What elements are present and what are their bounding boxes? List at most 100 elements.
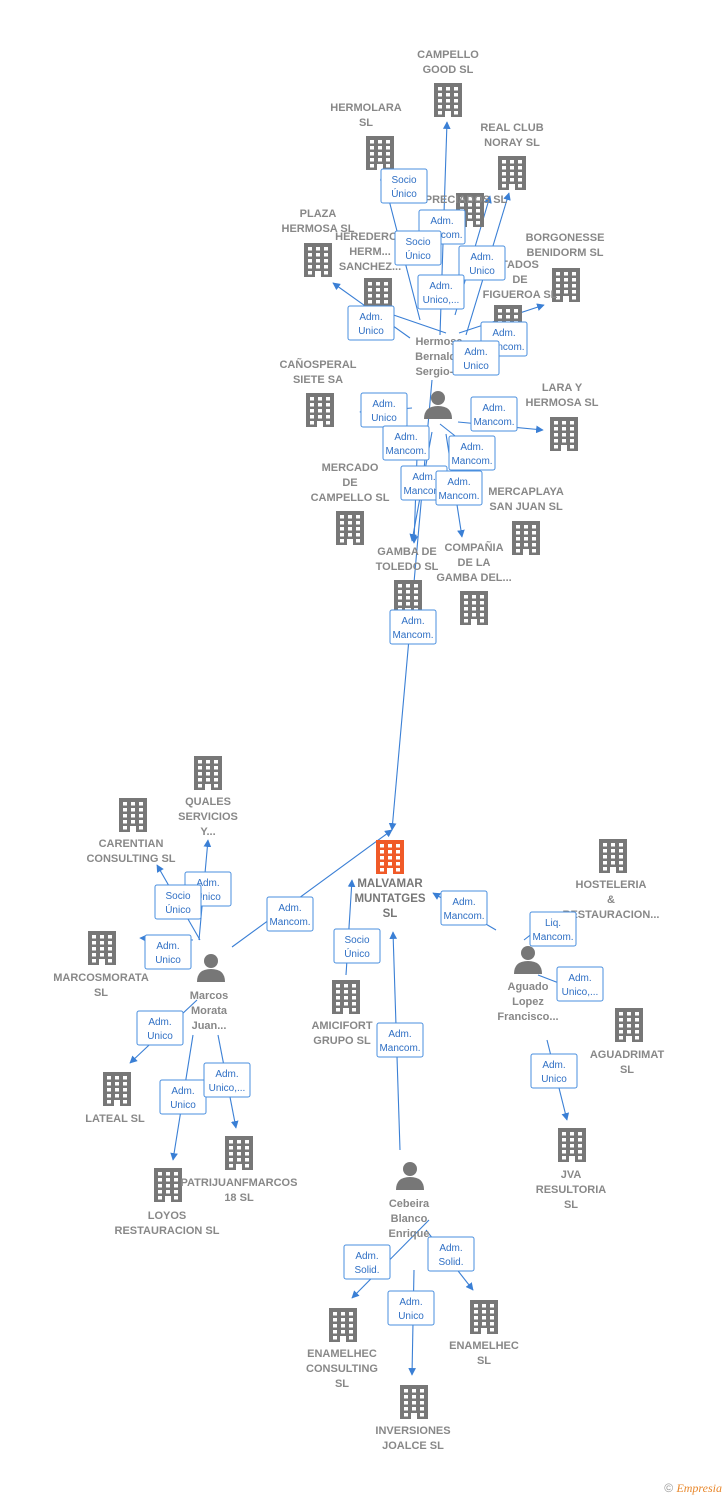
edge-label-line: Socio xyxy=(344,935,369,946)
node-label-line: REAL CLUB xyxy=(480,122,543,134)
node-label-line: Francisco... xyxy=(497,1011,558,1023)
node-label-line: LOYOS xyxy=(148,1210,187,1222)
edge-label-line: Adm. xyxy=(470,252,493,263)
edge-label-hermosa_p-to-canosperal[interactable]: Adm. Unico xyxy=(360,392,408,428)
person-node-marcos_p[interactable]: MarcosMorataJuan... xyxy=(190,954,229,1032)
edge-label-line: Adm. xyxy=(196,878,219,889)
edge-label-line: Adm. xyxy=(401,616,424,627)
edge-label-line: Adm. xyxy=(215,1069,238,1080)
edge-label-marcos_p-to-marcosmorata[interactable]: Adm.Unico xyxy=(144,934,192,970)
node-label-line: MUNTATGES xyxy=(354,893,425,905)
edge-label-cebeira_p-to-enamelhec_c[interactable]: Adm.Solid. xyxy=(343,1244,391,1280)
edge-label-cebeira_p-to-inversiones[interactable]: Adm.Unico xyxy=(387,1290,435,1326)
edge-label-hermosa_p-to-compania[interactable]: Adm.Mancom. xyxy=(435,470,483,506)
edge-label-marcos_p-to-lateal[interactable]: Adm.Unico xyxy=(136,1010,184,1046)
person-node-aguado_p[interactable]: AguadoLopezFrancisco... xyxy=(497,946,559,1023)
building-icon xyxy=(615,1008,643,1042)
company-node-hosteleria[interactable]: HOSTELERIA&RESTAURACION... xyxy=(563,839,660,921)
edge-label-aguado_p-to-malvamar[interactable]: Adm.Mancom. xyxy=(440,890,488,926)
company-node-quales[interactable]: QUALESSERVICIOSY... xyxy=(178,756,238,838)
edge-label-aguado_p-to-aguadrimat[interactable]: Adm.Unico,... xyxy=(556,966,604,1002)
node-label-line: HERMOLARA xyxy=(330,102,402,114)
edge-label-line: Unico xyxy=(371,413,397,424)
company-node-lateal[interactable]: LATEAL SL xyxy=(85,1072,145,1125)
node-label-line: Cebeira xyxy=(389,1198,430,1210)
building-icon xyxy=(88,931,116,965)
node-label-line: TADOS xyxy=(501,259,539,271)
edge-label-line: Unico xyxy=(170,1100,196,1111)
edge-label-marcos_p-to-malvamar[interactable]: Adm.Mancom. xyxy=(266,896,314,932)
edge-label-hermosa_p-to-laray[interactable]: Adm.Mancom. xyxy=(470,396,518,432)
node-label-line: Sergio-... xyxy=(415,366,462,378)
edge-label-cebeira_p-to-malvamar[interactable]: Adm.Mancom. xyxy=(376,1022,424,1058)
edge-marcos_p-to-malvamar xyxy=(231,829,393,948)
node-label-line: SL xyxy=(335,1378,349,1390)
node-label-line: Lopez xyxy=(512,996,544,1008)
edge-label-hermosa_p-to-tados[interactable]: Adm.Unico xyxy=(452,340,500,376)
person-icon xyxy=(396,1162,424,1190)
edge-label-line: Mancom. xyxy=(451,456,492,467)
edge-label-marcos_p-to-loyos[interactable]: Adm.Unico xyxy=(159,1079,207,1115)
edge-label-marcos_p-to-patrijuan[interactable]: Adm.Unico,... xyxy=(203,1062,251,1098)
node-label-line: RESULTORIA xyxy=(536,1184,607,1196)
edge-label-hermosa_p-to-mercado[interactable]: Adm.Mancom. xyxy=(382,425,430,461)
person-node-hermosa_p[interactable]: HermosaBernaldoSergio-... xyxy=(415,336,463,419)
edge-label-line: Adm. xyxy=(482,403,505,414)
edge-label-line: Socio xyxy=(405,237,430,248)
building-icon xyxy=(103,1072,131,1106)
edge-label-line: Unico xyxy=(398,1311,424,1322)
node-label-line: ENAMELHEC xyxy=(449,1340,519,1352)
edge-label-line: Único xyxy=(165,903,191,916)
edge-label-line: Adm. xyxy=(460,442,483,453)
edge-label-line: Adm. xyxy=(429,281,452,292)
edge-label-line: Adm. xyxy=(372,399,395,410)
edge-label-aguado_p-to-jva[interactable]: Adm.Unico xyxy=(530,1053,578,1089)
edge-label-line: Adm. xyxy=(278,903,301,914)
edge-label-line: Adm. xyxy=(452,897,475,908)
node-label-line: SL xyxy=(359,117,373,129)
edge-label-hermosa_p-to-plaza[interactable]: Adm.Unico xyxy=(347,305,395,341)
edge-label-hermosa_p-to-mercaplaya[interactable]: Adm. Mancom. xyxy=(448,435,496,471)
edge-label-line: Único xyxy=(391,187,417,200)
node-label-line: HERM... xyxy=(349,246,391,258)
edge-label-line: Mancom. xyxy=(403,486,444,497)
brand-name[interactable]: Empresia xyxy=(676,1481,722,1495)
edge-label-line: Mancom. xyxy=(438,491,479,502)
company-node-herederos[interactable]: HEREDEROSHERM...SANCHEZ... xyxy=(335,231,405,312)
edge-label-hermosa_p-to-realclub[interactable]: Adm.Unico xyxy=(458,245,506,281)
edge-label-hermosa_p-to-malvamar[interactable]: Adm.Mancom. xyxy=(389,609,437,645)
company-node-hermolara[interactable]: HERMOLARA SL xyxy=(330,102,402,170)
edge-label-hermosa_p-to-herederos[interactable]: Adm.Unico,... xyxy=(417,274,465,310)
edge-label-line: Adm. xyxy=(359,312,382,323)
node-label-line: GOOD SL xyxy=(423,64,474,76)
edge-label-cebeira_p-to-enamelhec[interactable]: Adm.Solid. xyxy=(427,1236,475,1272)
building-icon xyxy=(558,1128,586,1162)
edge-label-aguado_p-to-hosteleria[interactable]: Liq.Mancom. xyxy=(529,911,577,947)
